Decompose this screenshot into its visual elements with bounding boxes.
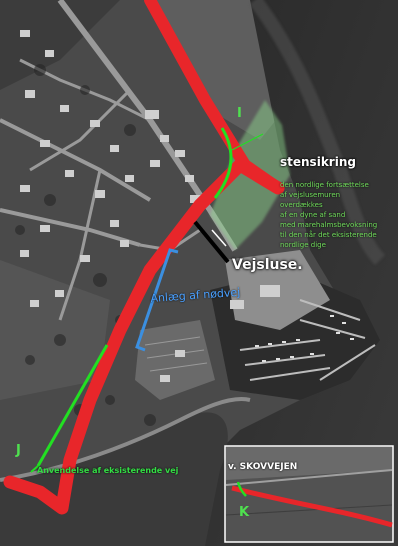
sea-area (200, 0, 398, 546)
shoreline (0, 397, 251, 482)
inset-map (224, 445, 394, 543)
note-line: af vejslusemuren (280, 191, 341, 199)
parking-lot (135, 320, 215, 400)
route-red-main (3, 158, 285, 515)
marker-j: J (16, 443, 21, 458)
vejsluse-wall (193, 220, 230, 264)
note-line: nordlige dige (280, 241, 326, 249)
coast-sand (249, 0, 386, 265)
note-line: overdækkes (280, 201, 323, 209)
label-vejsluse: Vejsluse. (232, 257, 303, 273)
lower-coast (0, 412, 228, 546)
vejsluse-wall-highlight (211, 229, 227, 247)
boats (255, 315, 354, 362)
route-green-arc-i (213, 127, 233, 199)
field-patch (0, 260, 110, 400)
marker-i-leader (231, 133, 264, 151)
label-anvendelse-vej: Anvendelse af eksisterende vej (37, 466, 179, 475)
note-line: den nordlige fortsættelse (280, 181, 369, 189)
label-stensikring-note: den nordlige fortsættelse af vejslusemur… (280, 180, 377, 250)
route-green-existing-end (30, 465, 39, 473)
field-patch (0, 0, 120, 90)
route-blue-bracket (135, 248, 179, 352)
label-stensikring: stensikring (280, 155, 356, 169)
note-line: til den når det eksisterende (280, 231, 377, 239)
note-line: af en dyne af sand (280, 211, 346, 219)
houses (20, 30, 280, 382)
route-green-existing (36, 344, 109, 467)
note-line: med marehalmsbevoksning (280, 221, 378, 229)
inset-title: v. SKOVVEJEN (228, 462, 298, 472)
marker-k: K (239, 505, 250, 520)
harbor-piers (239, 299, 376, 381)
marker-i: I (237, 106, 242, 121)
